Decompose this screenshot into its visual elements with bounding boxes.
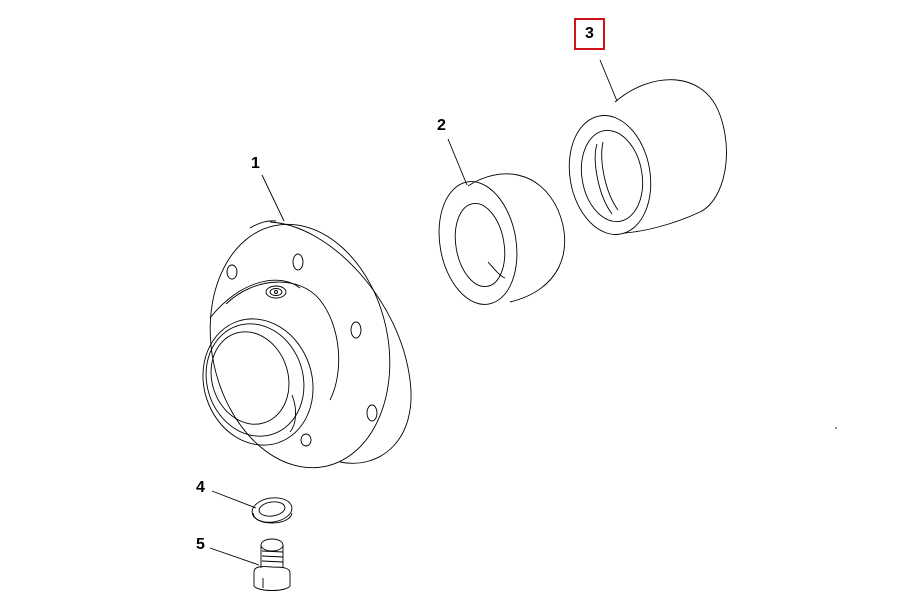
- callout-part-2[interactable]: 2: [437, 117, 446, 134]
- part-4-washer[interactable]: [251, 495, 294, 524]
- callout-part-4[interactable]: 4: [196, 479, 205, 496]
- stray-dot: [835, 427, 837, 429]
- callout-part-3-selected[interactable]: 3: [574, 18, 605, 50]
- part-5-screw[interactable]: [253, 538, 291, 591]
- leader-line-2: [447, 138, 468, 186]
- leader-line-1: [261, 174, 285, 222]
- part-3-sleeve[interactable]: [560, 79, 727, 241]
- part-2-bushing[interactable]: [430, 173, 566, 311]
- callout-part-1[interactable]: 1: [251, 155, 260, 172]
- part-1-flange-hub[interactable]: [187, 207, 412, 484]
- leader-line-5: [209, 547, 260, 566]
- callout-part-5[interactable]: 5: [196, 536, 205, 553]
- leader-line-3: [599, 59, 618, 102]
- leader-line-4: [211, 490, 257, 509]
